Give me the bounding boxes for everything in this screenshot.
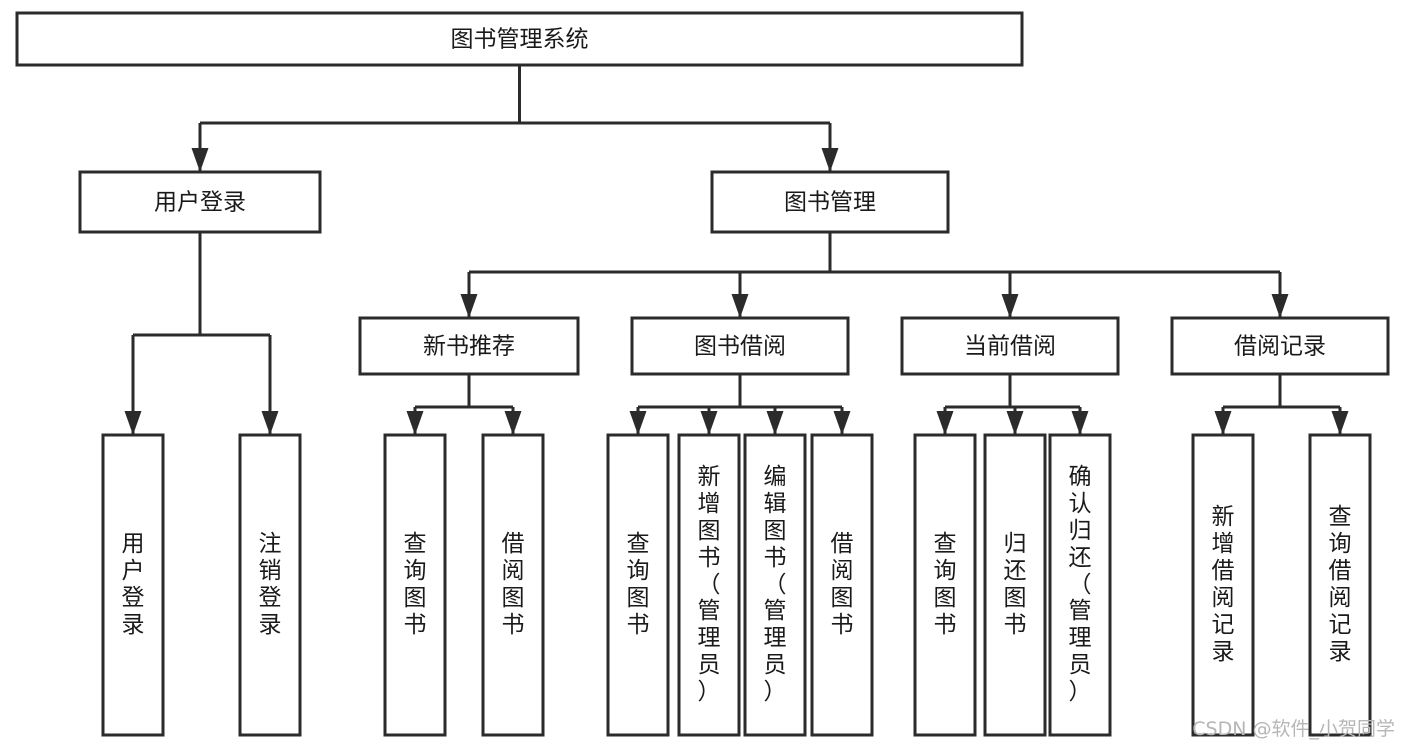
node-leaf-query-borrow-record[interactable] bbox=[1308, 433, 1372, 737]
node-new-book-recommend-label: 新书推荐 bbox=[423, 334, 515, 360]
arrow-head-newbook-1 bbox=[504, 411, 522, 435]
node-leaf-user-login[interactable] bbox=[101, 433, 165, 737]
arrow-head-borrowrecords-0 bbox=[1214, 411, 1232, 435]
arrow-head-bookborrow-1 bbox=[700, 411, 718, 435]
node-current-borrow-label: 当前借阅 bbox=[964, 334, 1056, 360]
node-book-management[interactable] bbox=[710, 170, 950, 234]
node-book-borrow[interactable] bbox=[630, 316, 850, 376]
node-leaf-borrow-book[interactable] bbox=[810, 433, 874, 737]
node-root[interactable] bbox=[15, 11, 1024, 67]
arrow-head-userlogin-1 bbox=[261, 411, 279, 435]
arrow-head-newbook-0 bbox=[406, 411, 424, 435]
arrow-head-root-1 bbox=[821, 148, 839, 172]
arrow-head-currentborrow-0 bbox=[936, 411, 954, 435]
node-leaf-edit-book-admin[interactable] bbox=[743, 433, 807, 737]
node-leaf-add-book-admin[interactable] bbox=[677, 433, 741, 737]
node-new-book-recommend[interactable] bbox=[358, 316, 580, 376]
node-leaf-confirm-return-admin[interactable] bbox=[1048, 433, 1112, 737]
node-user-login[interactable] bbox=[78, 170, 322, 234]
arrow-head-bookmgmt-0 bbox=[460, 294, 478, 318]
node-leaf-borrow-book-newbook[interactable] bbox=[481, 433, 545, 737]
csdn-watermark: CSDN @软件_小贺同学 bbox=[1192, 718, 1395, 740]
arrow-head-bookmgmt-2 bbox=[1001, 294, 1019, 318]
connectors-layer bbox=[124, 65, 1349, 435]
node-root-label: 图书管理系统 bbox=[451, 27, 589, 53]
node-borrow-records-label: 借阅记录 bbox=[1234, 334, 1326, 360]
node-borrow-records[interactable] bbox=[1170, 316, 1390, 376]
arrow-head-bookmgmt-1 bbox=[731, 294, 749, 318]
node-leaf-query-book-newbook[interactable] bbox=[383, 433, 447, 737]
arrow-head-userlogin-0 bbox=[124, 411, 142, 435]
arrow-head-currentborrow-1 bbox=[1006, 411, 1024, 435]
node-current-borrow[interactable] bbox=[900, 316, 1120, 376]
arrow-head-bookborrow-3 bbox=[833, 411, 851, 435]
node-book-management-label: 图书管理 bbox=[784, 190, 876, 216]
node-book-borrow-label: 图书借阅 bbox=[694, 334, 786, 360]
node-user-login-label: 用户登录 bbox=[154, 190, 246, 216]
node-leaf-return-book[interactable] bbox=[983, 433, 1047, 737]
node-leaf-logout[interactable] bbox=[238, 433, 302, 737]
node-leaf-query-book-current[interactable] bbox=[913, 433, 977, 737]
arrow-head-currentborrow-2 bbox=[1071, 411, 1089, 435]
boxes-layer bbox=[15, 11, 1390, 737]
arrow-head-bookborrow-2 bbox=[766, 411, 784, 435]
arrow-head-borrowrecords-1 bbox=[1331, 411, 1349, 435]
node-leaf-add-borrow-record[interactable] bbox=[1191, 433, 1255, 737]
node-leaf-query-book-borrow[interactable] bbox=[606, 433, 670, 737]
arrow-head-bookborrow-0 bbox=[629, 411, 647, 435]
arrow-head-root-0 bbox=[191, 148, 209, 172]
arrow-head-bookmgmt-3 bbox=[1271, 294, 1289, 318]
